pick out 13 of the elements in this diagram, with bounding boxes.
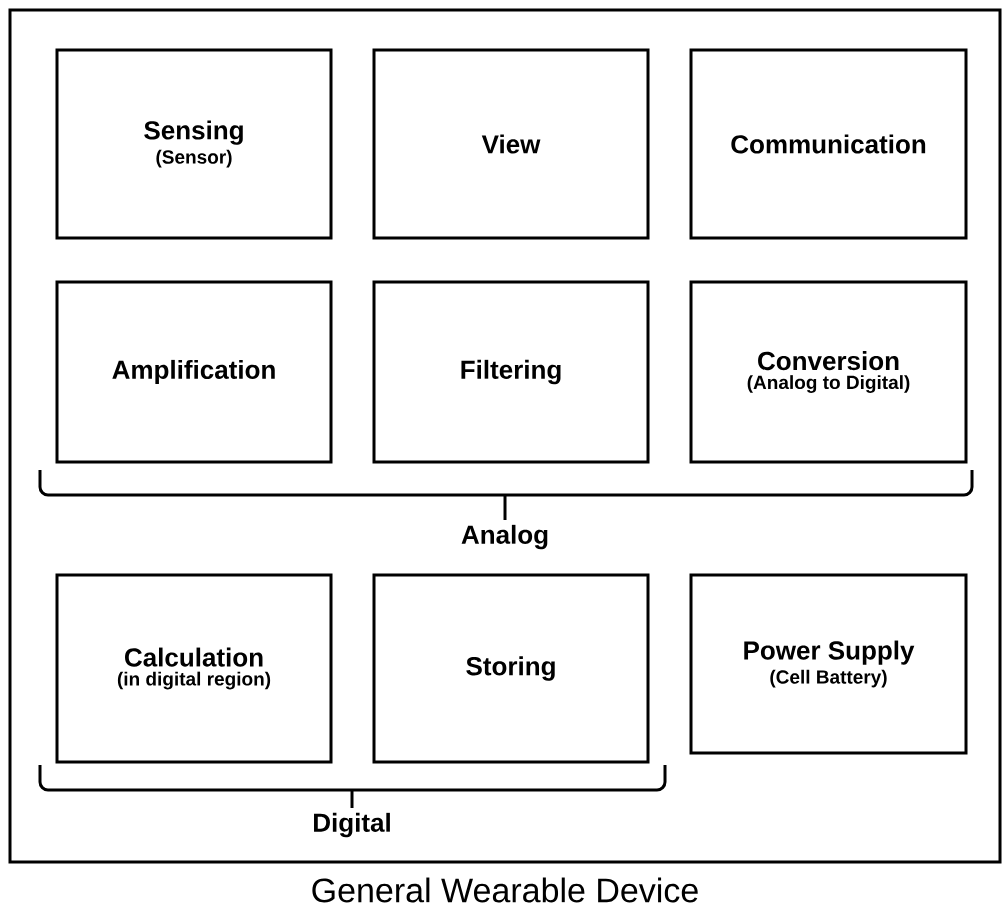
function-box: Storing <box>372 573 650 764</box>
function-box: Sensing (Sensor) <box>55 48 333 240</box>
function-box: View <box>372 48 650 240</box>
function-box: Calculation (in digital region) <box>55 573 333 764</box>
group-label: Digital <box>314 812 390 838</box>
function-box: Filtering <box>372 280 650 464</box>
group-label: Analog <box>461 524 548 550</box>
function-box: Communication <box>689 48 968 240</box>
caption-text: General Wearable Device <box>312 877 698 903</box>
function-box: Power Supply (Cell Battery) <box>689 573 968 755</box>
function-box: Amplification <box>55 280 333 464</box>
device-frame <box>8 8 1002 864</box>
function-box: Conversion (Analog to Digital) <box>689 280 968 464</box>
